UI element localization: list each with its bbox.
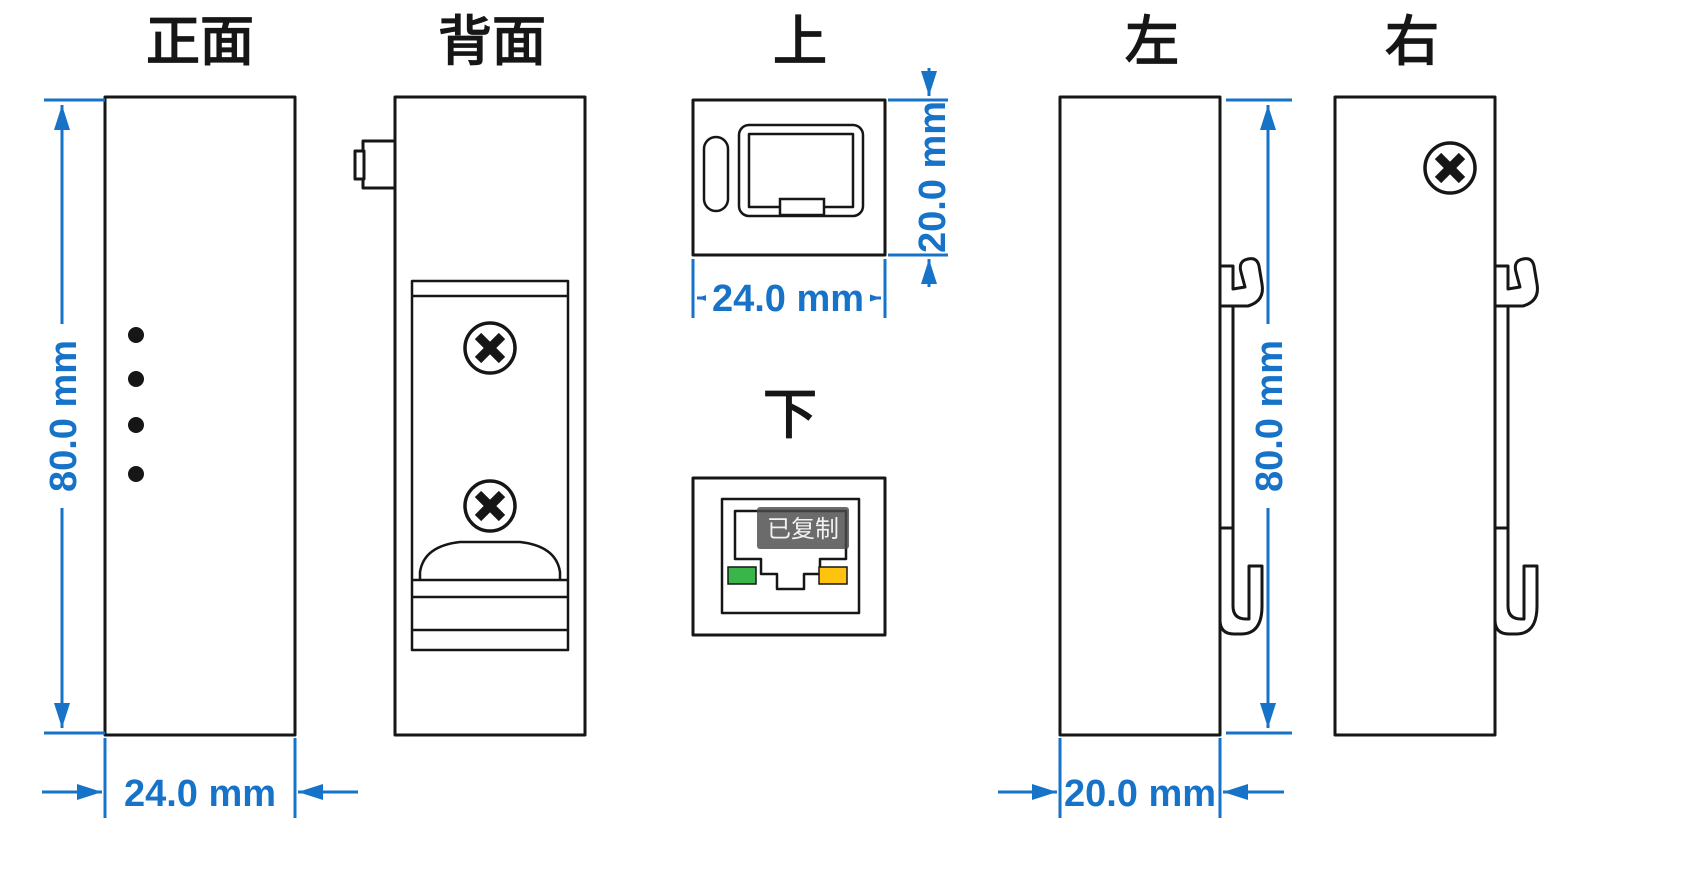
screw-icon — [1425, 143, 1475, 193]
dim-text-backing — [706, 279, 870, 317]
dim-top-width: 24.0 mm — [691, 259, 887, 320]
link-led-green — [727, 566, 757, 585]
top-body-outline — [691, 98, 887, 257]
back-body-outline — [393, 95, 587, 737]
antenna-slot — [702, 135, 730, 213]
led-indicator-dot — [128, 466, 144, 482]
dim-top-height-label: 20.0 mm — [912, 101, 954, 253]
view-label-left: 左 — [1125, 12, 1179, 72]
dim-front-width-label: 24.0 mm — [124, 773, 276, 815]
back-side-tab-lip — [353, 149, 366, 181]
left-view — [1058, 95, 1264, 737]
front-view — [103, 95, 297, 737]
dim-left-width-label: 20.0 mm — [1064, 773, 1216, 815]
screw-icon — [465, 323, 515, 373]
din-mount-panel — [410, 279, 570, 652]
connector-latch-tab — [778, 197, 826, 217]
dim-front-width: 24.0 mm — [42, 738, 358, 818]
front-body-outline — [103, 95, 297, 737]
bottom-body-outline — [691, 476, 887, 637]
view-label-top: 上 — [773, 12, 827, 72]
right-body-outline — [1333, 95, 1497, 737]
back-view — [353, 95, 587, 737]
led-indicator-dot — [128, 327, 144, 343]
dim-top-width-label: 24.0 mm — [712, 278, 864, 320]
dim-top-height: 20.0 mm — [888, 68, 954, 287]
dim-text-backing — [1243, 324, 1291, 508]
dim-text-backing — [37, 324, 85, 508]
clip-spring-dome — [418, 540, 562, 580]
rj45-port — [720, 497, 861, 615]
copied-toast: 已复制 — [757, 507, 849, 549]
led-indicator-dot — [128, 371, 144, 387]
view-label-right: 右 — [1385, 12, 1439, 72]
copied-toast-text: 已复制 — [767, 516, 839, 543]
din-rail-clips — [1493, 257, 1539, 636]
led-indicator-dot — [128, 417, 144, 433]
dim-left-height: 80.0 mm — [1226, 98, 1292, 735]
dim-front-height-label: 80.0 mm — [43, 340, 85, 492]
right-view — [1333, 95, 1539, 737]
view-label-front: 正面 — [146, 12, 254, 72]
dim-left-width: 20.0 mm — [998, 738, 1284, 818]
bottom-view: 已复制 — [691, 476, 887, 637]
dim-front-height: 80.0 mm — [37, 98, 105, 735]
copied-toast-bg — [757, 507, 849, 549]
back-side-tab — [361, 139, 399, 190]
dim-left-height-label: 80.0 mm — [1249, 340, 1291, 492]
left-body-outline — [1058, 95, 1222, 737]
view-label-bottom: 下 — [763, 385, 817, 445]
screw-icon — [465, 481, 515, 531]
activity-led-yellow — [818, 566, 848, 585]
top-view — [691, 98, 887, 257]
rj45-jack-profile — [733, 509, 848, 591]
view-label-back: 背面 — [438, 12, 546, 72]
